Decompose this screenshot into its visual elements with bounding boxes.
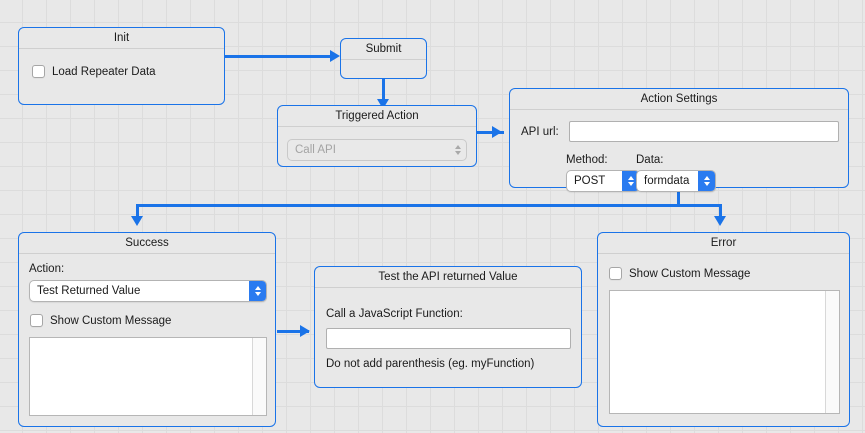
panel-error: Error Show Custom Message [597, 232, 850, 427]
connector-submit-to-triggered-arrowhead [377, 99, 389, 109]
method-select[interactable]: POST [566, 170, 640, 192]
error-show-custom-message-checkbox[interactable] [609, 267, 622, 280]
connector-triggered-to-settings [476, 131, 504, 134]
success-action-select-value: Test Returned Value [37, 285, 141, 297]
connector-submit-to-triggered [382, 78, 385, 101]
api-url-label: API url: [521, 126, 559, 138]
error-message-textarea[interactable] [609, 290, 840, 414]
panel-success: Success Action: Test Returned Value Show… [18, 232, 276, 427]
panel-action-settings-title: Action Settings [510, 89, 848, 110]
success-show-custom-message-row[interactable]: Show Custom Message [30, 314, 171, 327]
connector-bus-to-success [136, 204, 139, 221]
method-label: Method: [566, 154, 608, 166]
connector-init-to-submit-arrowhead [330, 50, 340, 62]
load-repeater-data-label: Load Repeater Data [52, 65, 156, 78]
success-action-select-stepper[interactable] [249, 281, 266, 301]
success-action-select[interactable]: Test Returned Value [29, 280, 267, 302]
panel-submit: Submit [340, 38, 427, 79]
call-js-function-hint: Do not add parenthesis (eg. myFunction) [326, 358, 535, 370]
success-message-scrollbar[interactable] [252, 338, 266, 415]
data-select[interactable]: formdata [636, 170, 716, 192]
connector-bus-to-error [719, 204, 722, 221]
chevron-down-icon [627, 182, 634, 186]
chevron-down-icon [703, 182, 710, 186]
call-js-function-label: Call a JavaScript Function: [326, 308, 463, 320]
triggered-action-select-value: Call API [295, 144, 336, 156]
connector-bus-to-success-arrowhead [131, 216, 143, 226]
panel-triggered-action-title: Triggered Action [278, 106, 476, 127]
api-url-input[interactable] [569, 121, 839, 142]
triggered-action-select[interactable]: Call API [287, 139, 467, 161]
success-show-custom-message-label: Show Custom Message [50, 314, 172, 327]
panel-triggered-action: Triggered Action Call API [277, 105, 477, 167]
data-label: Data: [636, 154, 664, 166]
connector-bus-horizontal [136, 204, 722, 207]
error-show-custom-message-label: Show Custom Message [629, 267, 751, 280]
panel-submit-title: Submit [341, 39, 426, 60]
success-action-label: Action: [29, 263, 65, 275]
connector-init-to-submit [224, 55, 332, 58]
chevron-down-icon [254, 292, 261, 296]
panel-error-title: Error [598, 233, 849, 254]
panel-action-settings: Action Settings API url: Method: POST Da… [509, 88, 849, 192]
triggered-action-select-stepper[interactable] [449, 140, 466, 160]
method-select-stepper[interactable] [622, 171, 639, 191]
error-message-scrollbar[interactable] [825, 291, 839, 413]
error-show-custom-message-row[interactable]: Show Custom Message [609, 267, 750, 280]
load-repeater-data-checkbox[interactable] [32, 65, 45, 78]
panel-init: Init Load Repeater Data [18, 27, 225, 105]
data-select-value: formdata [644, 175, 690, 187]
connector-bus-to-error-arrowhead [714, 216, 726, 226]
chevron-up-icon [454, 145, 461, 149]
chevron-up-icon [703, 176, 710, 180]
call-js-function-input[interactable] [326, 328, 571, 349]
panel-test-api-returned-value: Test the API returned Value Call a JavaS… [314, 266, 582, 388]
method-select-value: POST [574, 175, 606, 187]
success-show-custom-message-checkbox[interactable] [30, 314, 43, 327]
connector-success-to-test [277, 330, 309, 333]
panel-init-title: Init [19, 28, 224, 49]
connector-settings-to-bus [677, 188, 680, 206]
panel-success-title: Success [19, 233, 275, 254]
connector-triggered-to-settings-arrowhead [492, 126, 502, 138]
chevron-up-icon [254, 286, 261, 290]
data-select-stepper[interactable] [698, 171, 715, 191]
load-repeater-data-checkbox-row[interactable]: Load Repeater Data [32, 65, 156, 78]
panel-test-api-title: Test the API returned Value [315, 267, 581, 288]
chevron-down-icon [454, 151, 461, 155]
connector-success-to-test-arrowhead [300, 325, 310, 337]
success-message-textarea[interactable] [29, 337, 267, 416]
chevron-up-icon [627, 176, 634, 180]
